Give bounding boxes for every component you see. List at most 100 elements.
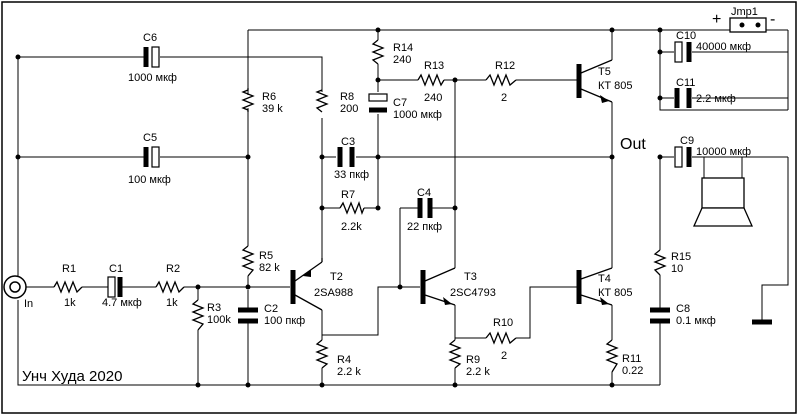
label-C3-value: 33 пкф	[334, 169, 369, 181]
label-R10-value: 2	[501, 350, 507, 362]
resistor-R13-symbol	[417, 73, 445, 87]
label-R14-value: 240	[393, 54, 411, 66]
resistor-R8-symbol	[315, 89, 329, 113]
transistor-T2-symbol	[290, 258, 323, 311]
label-C11-value: 2.2 мкф	[696, 93, 736, 105]
label-C10-ref: C10	[676, 30, 696, 42]
capacitor-C3-symbol	[337, 147, 355, 167]
label-C6-ref: C6	[143, 32, 157, 44]
label-C9-ref: C9	[680, 135, 694, 147]
label-T2-value: 2SA988	[314, 287, 353, 299]
label-C6-value: 1000 мкф	[128, 72, 177, 84]
jumper-jmp1-symbol	[729, 17, 767, 33]
schematic-title: Унч Худа 2020	[22, 368, 122, 385]
label-C5-ref: C5	[143, 132, 157, 144]
label-R3-value: 100k	[207, 314, 231, 326]
resistor-R14-symbol	[371, 39, 385, 65]
label-C2-ref: C2	[264, 303, 278, 315]
label-C7-ref: C7	[393, 97, 407, 109]
label-C8-value: 0.1 мкф	[676, 315, 716, 327]
resistor-R3-symbol	[191, 299, 205, 331]
speaker-icon	[692, 177, 754, 227]
capacitor-C10-symbol	[674, 41, 692, 63]
resistor-R7-symbol	[339, 201, 365, 215]
label-R15-value: 10	[671, 263, 683, 275]
label-R12-value: 2	[501, 92, 507, 104]
capacitor-C9-symbol	[674, 146, 692, 168]
label-C8-ref: C8	[676, 303, 690, 315]
label-C1-value: 4.7 мкф	[102, 297, 142, 309]
label-R2-ref: R2	[166, 263, 180, 275]
transistor-T5-symbol	[576, 59, 613, 103]
label-R12-ref: R12	[495, 60, 515, 72]
label-R3-ref: R3	[207, 302, 221, 314]
junctions	[15, 27, 663, 388]
resistor-R15-symbol	[653, 249, 667, 276]
label-C7-value: 1000 мкф	[393, 109, 442, 121]
resistors	[53, 39, 667, 373]
capacitor-C1-symbol	[107, 276, 123, 298]
label-R15-ref: R15	[671, 251, 691, 263]
label-R2-value: 1k	[166, 297, 178, 309]
label-R5-ref: R5	[259, 250, 273, 262]
label-T5-value: КТ 805	[598, 80, 633, 92]
label-T3-ref: T3	[464, 271, 477, 283]
resistor-R9-symbol	[448, 339, 462, 369]
resistor-R5-symbol	[241, 245, 255, 277]
input-jack-icon	[3, 275, 27, 299]
resistor-R11-symbol	[605, 339, 619, 373]
capacitor-C4-symbol	[417, 198, 433, 218]
resistor-R1-symbol	[53, 280, 83, 294]
label-output: Out	[620, 136, 646, 153]
label-R4-value: 2.2 k	[337, 366, 361, 378]
label-R11-value: 0.22	[622, 365, 643, 377]
capacitor-C7-symbol	[368, 93, 388, 113]
capacitor-C8-symbol	[650, 307, 670, 324]
label-R1-ref: R1	[62, 263, 76, 275]
wires	[17, 24, 789, 386]
label-C4-value: 22 пкф	[407, 221, 442, 233]
label-R14-ref: R14	[393, 42, 413, 54]
label-C11-ref: C11	[676, 77, 695, 89]
label-R9-ref: R9	[466, 354, 480, 366]
label-T5-ref: T5	[598, 66, 611, 78]
label-R8-ref: R8	[340, 91, 354, 103]
label-T4-value: КТ 805	[598, 287, 633, 299]
label-R4-ref: R4	[337, 354, 351, 366]
resistor-R4-symbol	[315, 339, 329, 369]
label-R8-value: 200	[340, 103, 358, 115]
label-R9-value: 2.2 k	[466, 366, 490, 378]
label-T3-value: 2SC4793	[450, 287, 496, 299]
resistor-R2-symbol	[155, 280, 185, 294]
label-R10-ref: R10	[493, 317, 513, 329]
text-labels: C6 1000 мкф C5 100 мкф R6 39 k R8 200 R1…	[22, 6, 775, 385]
label-R13-ref: R13	[424, 60, 444, 72]
label-R5-value: 82 k	[259, 262, 280, 274]
label-C5-value: 100 мкф	[128, 174, 171, 186]
label-minus: -	[770, 11, 775, 28]
capacitor-C2-symbol	[238, 307, 258, 324]
label-C2-value: 100 пкф	[264, 315, 305, 327]
label-plus: +	[712, 11, 721, 28]
label-R1-value: 1k	[64, 297, 76, 309]
label-C1-ref: C1	[109, 263, 123, 275]
resistor-R6-symbol	[241, 88, 255, 112]
label-input: In	[24, 298, 33, 310]
capacitor-C5-symbol	[143, 146, 160, 168]
label-R11-ref: R11	[622, 353, 641, 365]
label-R6-ref: R6	[262, 91, 276, 103]
capacitor-C11-symbol	[674, 88, 692, 108]
label-C9-value: 10000 мкф	[696, 146, 751, 158]
transistor-T4-symbol	[576, 267, 613, 306]
label-R6-value: 39 k	[262, 103, 283, 115]
label-jumper: Jmp1	[731, 6, 758, 18]
label-C10-value: 40000 мкф	[696, 41, 751, 53]
label-R13-value: 240	[424, 92, 442, 104]
capacitor-C6-symbol	[143, 46, 160, 68]
label-T2-ref: T2	[330, 271, 343, 283]
label-T4-ref: T4	[598, 273, 611, 285]
label-C4-ref: C4	[417, 187, 431, 199]
label-R7-value: 2.2k	[341, 221, 362, 233]
